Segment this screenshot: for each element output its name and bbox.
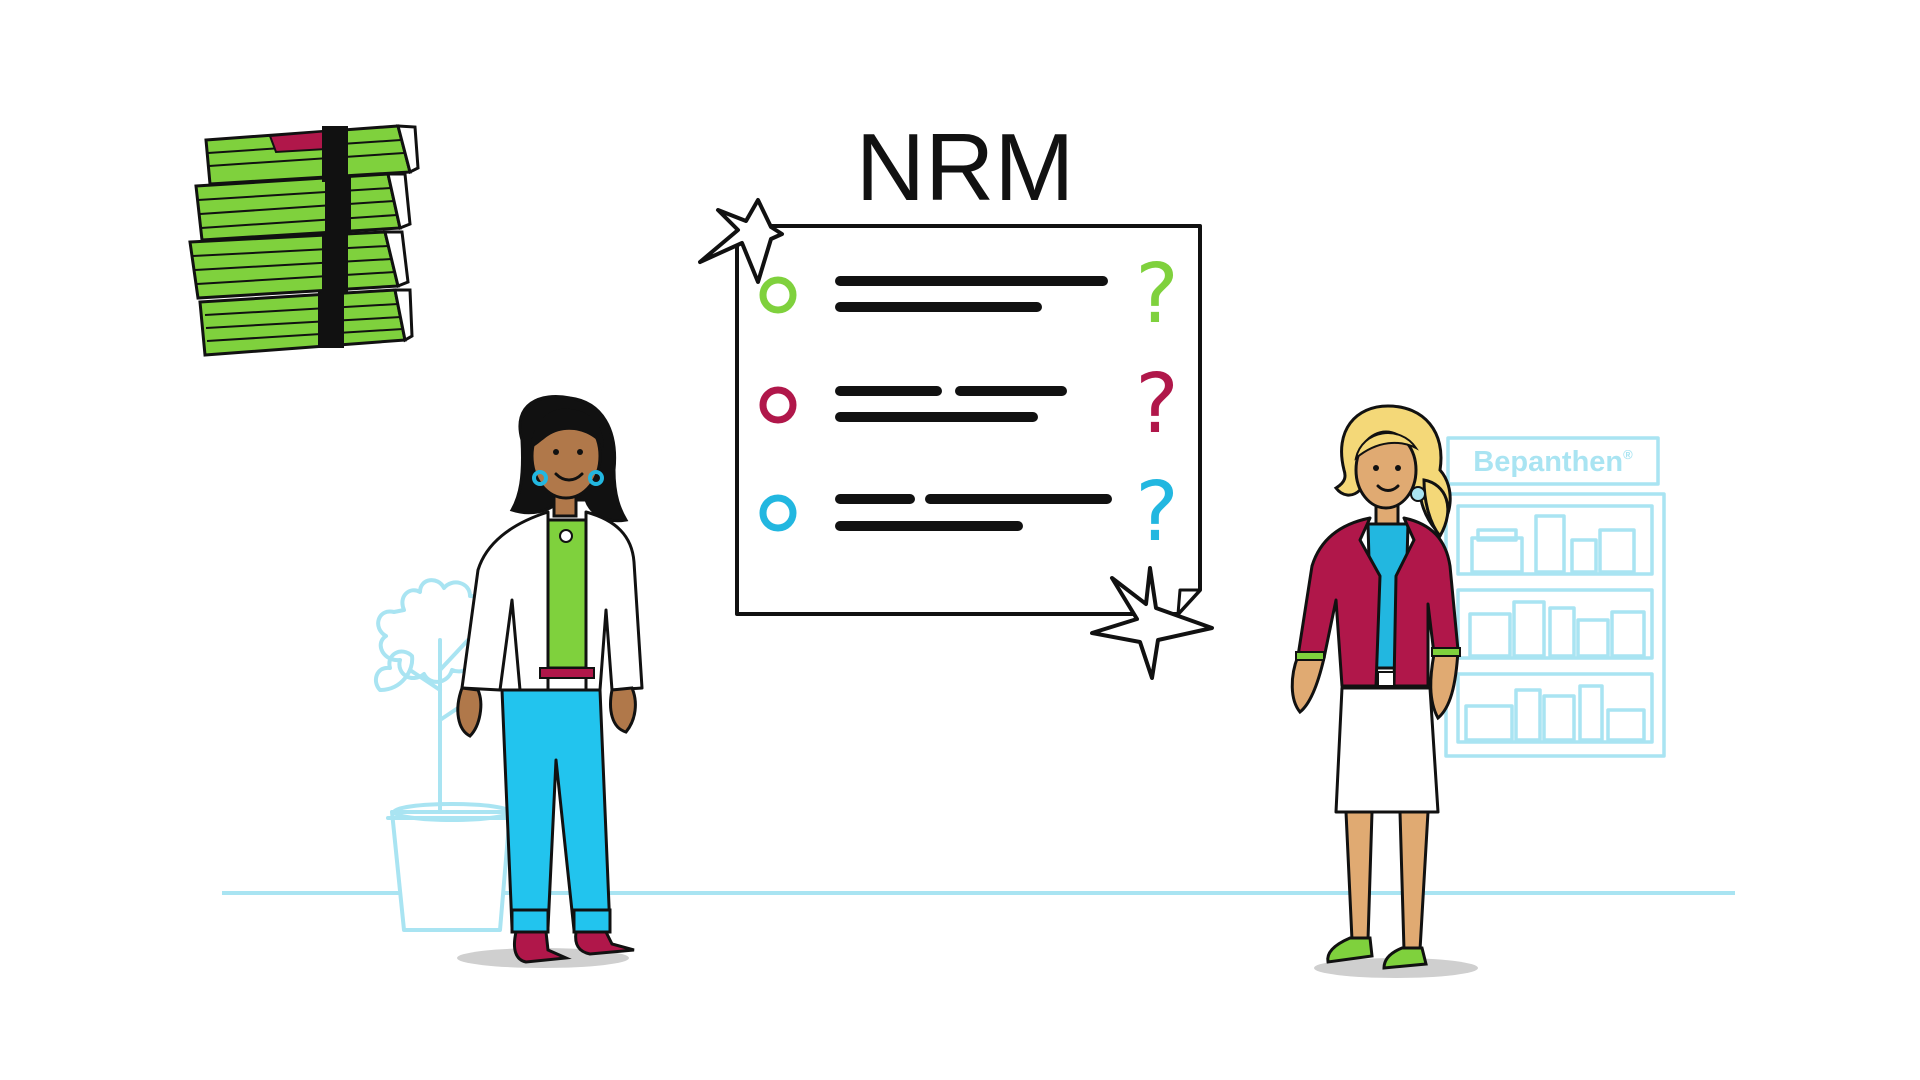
money-stack-icon <box>188 124 420 357</box>
checklist-row: ? <box>759 465 1179 560</box>
potted-plant-icon <box>373 578 516 932</box>
bullet-ring-green <box>759 276 797 314</box>
bullet-ring-cyan <box>759 494 797 532</box>
sparkle-star-icon <box>698 198 784 284</box>
question-mark-cyan: ? <box>1135 465 1179 560</box>
checklist-board: ? ? ? <box>735 224 1202 616</box>
sparkle-star-icon <box>1090 566 1214 680</box>
question-mark-green: ? <box>1135 247 1179 342</box>
checklist-row: ? <box>759 357 1179 452</box>
checklist-row: ? <box>759 247 1179 342</box>
woman-white-jacket <box>456 395 644 968</box>
scene-title: NRM <box>856 114 1075 221</box>
question-mark-crimson: ? <box>1135 357 1179 452</box>
woman-red-jacket <box>1290 404 1478 978</box>
shelf-brand-label: Bepanthen® <box>1473 446 1633 478</box>
bullet-ring-crimson <box>759 386 797 424</box>
display-shelf-icon <box>1444 436 1666 758</box>
